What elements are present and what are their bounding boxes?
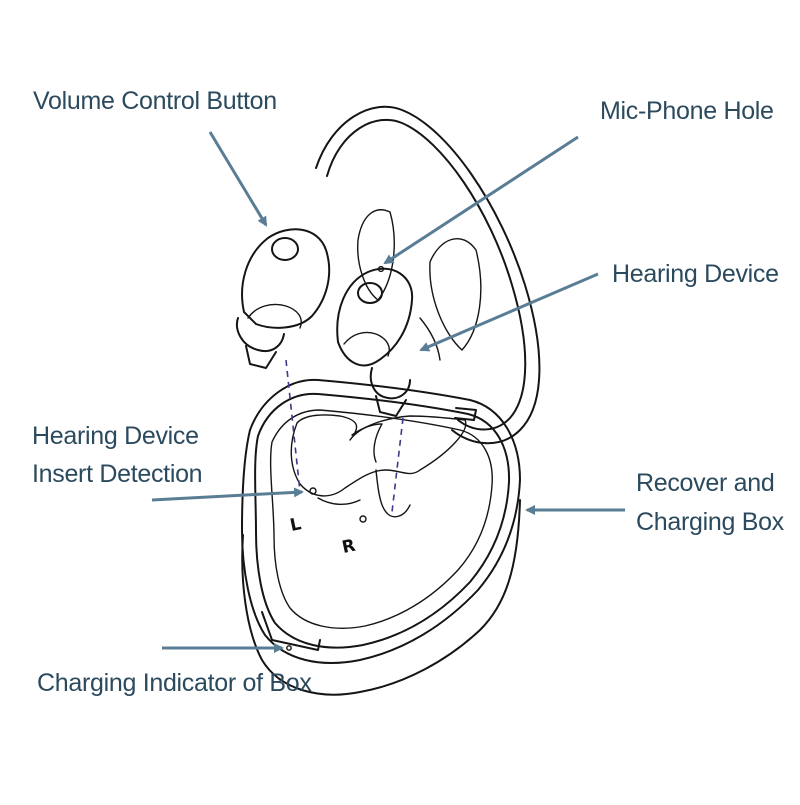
charging-indicator-label: Charging Indicator of Box — [37, 669, 312, 697]
volume-control-button-label: Volume Control Button — [33, 87, 277, 115]
right-hearing-device — [336, 265, 414, 417]
left-insert-sensor — [309, 487, 317, 495]
volume-button-arrow — [208, 131, 268, 227]
insert-detection-label-line2: Insert Detection — [32, 460, 203, 488]
hearing-device-label: Hearing Device — [612, 260, 779, 288]
left-slot-mark: L — [288, 514, 303, 536]
charging-box-label-line1: Recover and — [636, 469, 775, 497]
insert-detection-label-line1: Hearing Device — [32, 422, 199, 450]
charging-box-label-line2: Charging Box — [636, 508, 784, 536]
right-insert-sensor — [359, 515, 367, 523]
mic-hole-arrow — [383, 135, 579, 265]
case-lid — [315, 105, 541, 445]
volume-control-button — [271, 237, 299, 261]
hearing-device-arrow — [419, 272, 599, 352]
insert-detection-arrow — [151, 487, 304, 502]
mic-phone-hole-label: Mic-Phone Hole — [600, 97, 774, 125]
left-hearing-device — [236, 228, 331, 369]
earbud-slots — [290, 414, 467, 518]
left-insert-guide — [285, 359, 301, 493]
mic-phone-hole-dot — [377, 265, 385, 273]
right-slot-mark: R — [340, 536, 357, 558]
right-insert-guide — [391, 417, 404, 513]
